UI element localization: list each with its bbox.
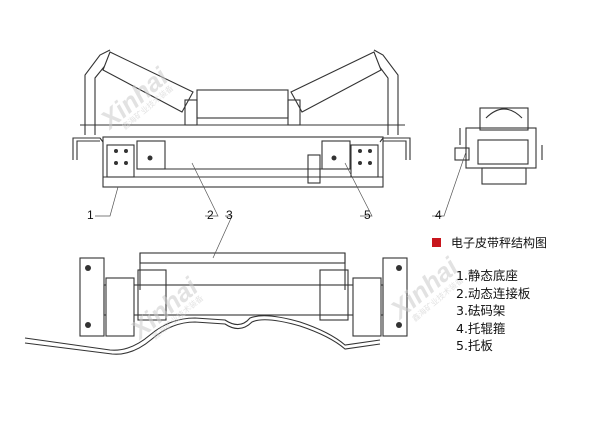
right-wing-roller: [290, 51, 382, 113]
callout-4: 4: [435, 208, 442, 222]
legend-item: 1.静态底座: [456, 268, 518, 283]
legend-item: 5.托板: [456, 338, 493, 353]
callout-5: 5: [364, 208, 371, 222]
legend-item: 2.动态连接板: [456, 285, 531, 301]
center-roller: [196, 89, 289, 119]
plan-view: [24, 252, 408, 355]
legend: 电子皮带秤结构图 1.静态底座 2.动态连接板 3.砝码架 4.托辊箍 5.托板: [432, 234, 547, 355]
legend-title: 电子皮带秤结构图: [451, 236, 548, 250]
side-view: [454, 107, 543, 185]
front-view: [72, 49, 411, 188]
left-wing-roller: [102, 51, 194, 113]
legend-item: 3.砝码架: [456, 303, 506, 318]
callouts: 1 2 3 4 5: [87, 151, 467, 259]
callout-1: 1: [87, 208, 94, 222]
legend-title-row: 电子皮带秤结构图: [432, 234, 547, 251]
callout-3: 3: [226, 208, 233, 222]
legend-item: 4.托辊箍: [456, 320, 506, 336]
legend-marker-icon: [432, 238, 441, 247]
callout-2: 2: [207, 208, 214, 222]
